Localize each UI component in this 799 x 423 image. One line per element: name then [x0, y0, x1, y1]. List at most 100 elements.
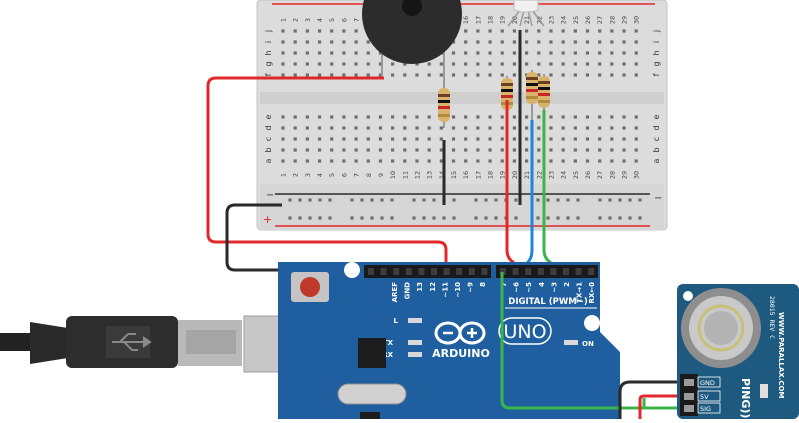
resistor-band — [501, 89, 513, 92]
breadboard-hole — [610, 126, 614, 130]
breadboard-hole — [464, 115, 468, 119]
breadboard-hole — [464, 62, 468, 66]
breadboard-hole — [378, 62, 383, 66]
breadboard-hole — [549, 51, 553, 55]
logo-loop-right — [458, 321, 486, 345]
rail-hole — [618, 216, 622, 220]
breadboard-hole — [561, 51, 565, 55]
arduino-logo-text: ARDUINO — [432, 347, 490, 360]
rail-hole — [474, 198, 478, 202]
breadboard-hole — [330, 51, 334, 55]
breadboard-hole — [451, 159, 456, 163]
rail-hole — [350, 198, 354, 202]
breadboard-hole — [330, 29, 334, 33]
column-number: 27 — [596, 171, 604, 179]
breadboard-hole — [634, 40, 638, 44]
breadboard-hole — [342, 73, 346, 77]
resistor-band — [501, 95, 513, 98]
column-number: 21 — [523, 16, 531, 24]
breadboard-hole — [573, 159, 577, 163]
sensor-pin-box — [697, 390, 721, 402]
row-letter: j — [264, 30, 273, 33]
breadboard-hole — [488, 40, 492, 44]
breadboard-hole — [464, 40, 468, 44]
breadboard-hole — [610, 159, 614, 163]
column-number: 6 — [340, 18, 348, 22]
breadboard-hole — [451, 115, 456, 119]
rail-hole — [432, 216, 436, 220]
rail-hole — [422, 198, 426, 202]
sensor-pin-box — [697, 376, 721, 388]
breadboard-hole — [476, 148, 480, 152]
breadboard-hole — [366, 159, 370, 163]
breadboard-hole — [281, 29, 285, 33]
breadboard-hole — [403, 159, 407, 163]
header-pin — [368, 268, 374, 275]
breadboard-hole — [403, 62, 407, 66]
resistor-band — [526, 89, 538, 92]
breadboard-hole — [549, 40, 553, 44]
breadboard-hole — [391, 126, 395, 130]
breadboard-hole — [451, 148, 456, 152]
breadboard-hole — [403, 137, 407, 141]
breadboard-hole — [378, 73, 383, 77]
breadboard-hole — [427, 62, 431, 66]
row-letter: h — [264, 50, 273, 55]
breadboard-hole — [317, 40, 322, 44]
breadboard-hole — [573, 62, 577, 66]
header-label: ~6 — [513, 282, 521, 293]
usb-connector-inset — [186, 330, 236, 354]
breadboard-hole — [488, 62, 492, 66]
breadboard-hole — [500, 51, 504, 55]
header-pins — [368, 268, 595, 275]
column-number: 3 — [304, 173, 312, 177]
breadboard-hole — [500, 126, 504, 130]
breadboard-hole — [476, 159, 480, 163]
usb-strain-relief — [30, 322, 68, 364]
breadboard-hole — [622, 159, 626, 163]
breadboard-hole — [585, 40, 590, 44]
arduino-logo-icon — [434, 321, 486, 345]
breadboard-hole — [500, 73, 504, 77]
breadboard-hole — [415, 126, 419, 130]
breadboard-hole — [598, 73, 602, 77]
breadboard-hole — [525, 29, 529, 33]
reset-button[interactable] — [300, 277, 320, 297]
breadboard-hole — [391, 148, 395, 152]
breadboard-hole — [451, 51, 456, 55]
board-led — [408, 340, 422, 345]
breadboard-hole — [342, 51, 346, 55]
breadboard-hole — [305, 51, 309, 55]
breadboard-hole — [598, 159, 602, 163]
column-number: 10 — [389, 171, 397, 179]
rail-hole — [390, 198, 394, 202]
row-letter: i — [652, 41, 661, 43]
rail-hole — [328, 198, 332, 202]
breadboard-hole — [488, 148, 492, 152]
bottom-power-rail — [260, 184, 664, 230]
header-pin — [431, 268, 437, 275]
breadboard-holes — [281, 29, 642, 220]
breadboard-hole — [342, 148, 346, 152]
column-number: 24 — [560, 16, 568, 24]
breadboard-hole — [610, 73, 614, 77]
breadboard-hole — [512, 51, 517, 55]
breadboard-hole — [317, 73, 322, 77]
header-label: 12 — [429, 282, 437, 292]
column-number: 17 — [474, 16, 482, 24]
column-number: 4 — [316, 18, 324, 22]
center-channel — [260, 92, 664, 104]
sensor-pin-box — [697, 402, 721, 414]
breadboard-hole — [415, 62, 419, 66]
rail-hole — [598, 216, 602, 220]
breadboard-hole — [561, 73, 565, 77]
breadboard-hole — [354, 62, 358, 66]
rail-hole — [308, 216, 312, 220]
breadboard-hole — [427, 115, 431, 119]
breadboard-hole — [342, 137, 346, 141]
rail-hole — [546, 198, 550, 202]
breadboard-hole — [464, 51, 468, 55]
on-led — [564, 340, 578, 345]
breadboard-hole — [512, 73, 517, 77]
breadboard-hole — [476, 137, 480, 141]
